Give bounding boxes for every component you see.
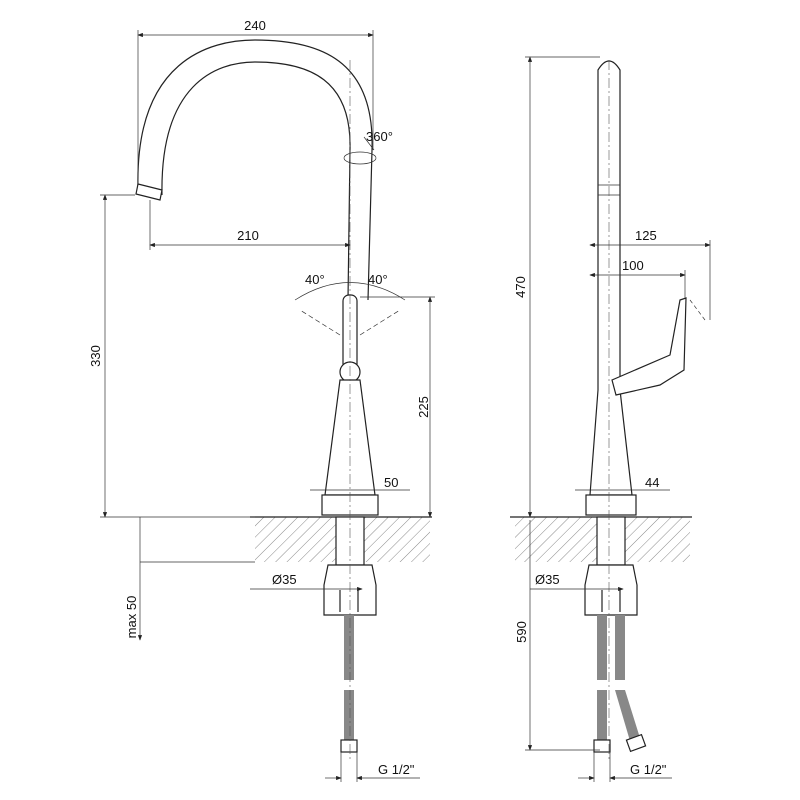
angle-right: 40° [368,272,388,287]
dim-counter: max 50 [124,596,139,639]
side-view: 470 125 100 44 Ø35 590 G 1/2" [510,56,711,782]
dim-handle-height: 225 [416,396,431,418]
dim-reach-inner: 100 [622,258,644,273]
dim-width: 240 [244,18,266,33]
spout-outer [137,39,373,301]
dim-side-base: 44 [645,475,659,490]
thread-label: G 1/2" [378,762,415,777]
side-body [589,60,633,496]
rotation-label: 360° [366,129,393,144]
angle-left: 40° [305,272,325,287]
dim-reach: 210 [237,228,259,243]
dim-base: 50 [384,475,398,490]
dim-height: 470 [513,276,528,298]
front-view: 240 210 330 225 50 360° 40° 40° max 50 Ø… [88,18,435,782]
spout-inner [161,61,351,301]
dim-spout-height: 330 [88,345,103,367]
side-handle [611,297,687,396]
dim-shank: Ø35 [272,572,297,587]
side-thread-label: G 1/2" [630,762,667,777]
dim-hose: 590 [514,621,529,643]
hose [344,615,354,680]
dim-side-shank: Ø35 [535,572,560,587]
dim-reach-outer: 125 [635,228,657,243]
